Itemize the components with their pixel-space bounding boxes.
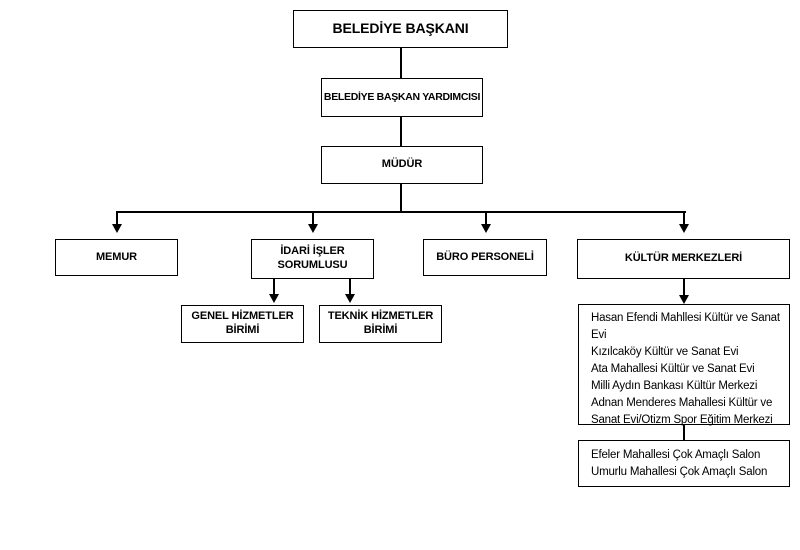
connector-admin-general: [273, 279, 275, 294]
node-admin-affairs: İDARİ İŞLER SORUMLUSU: [251, 239, 374, 279]
node-mayor-label: BELEDİYE BAŞKANI: [332, 20, 469, 37]
culture-center-item: Hasan Efendi Mahllesi Kültür ve Sanat Ev…: [591, 312, 780, 341]
connector-bus-admin: [312, 212, 314, 224]
multipurpose-hall-item: Efeler Mahallesi Çok Amaçlı Salon: [591, 449, 761, 461]
culture-center-item: Milli Aydın Bankası Kültür Merkezi: [591, 380, 758, 392]
node-culture-centers-label: KÜLTÜR MERKEZLERİ: [624, 252, 743, 265]
node-technical-services: TEKNİK HİZMETLER BİRİMİ: [319, 305, 442, 343]
arrow-down-icon: [679, 224, 689, 233]
culture-center-item: Adnan Menderes Mahallesi Kültür ve Sanat…: [591, 397, 773, 426]
connector-admin-technical: [349, 279, 351, 294]
connector-deputy-director: [400, 117, 402, 146]
node-director: MÜDÜR: [321, 146, 483, 184]
node-general-services: GENEL HİZMETLER BİRİMİ: [181, 305, 304, 343]
arrow-down-icon: [679, 295, 689, 304]
culture-center-item: Ata Mahallesi Kültür ve Sanat Evi: [591, 363, 755, 375]
arrow-down-icon: [481, 224, 491, 233]
node-admin-affairs-label: İDARİ İŞLER SORUMLUSU: [277, 245, 348, 271]
connector-culture-list: [683, 279, 685, 295]
node-office-staff: BÜRO PERSONELİ: [423, 239, 547, 276]
arrow-down-icon: [112, 224, 122, 233]
connector-horizontal-bus: [116, 211, 686, 213]
connector-director-bus: [400, 184, 402, 212]
node-culture-centers: KÜLTÜR MERKEZLERİ: [577, 239, 790, 279]
node-deputy-mayor-label: BELEDİYE BAŞKAN YARDIMCISI: [323, 90, 481, 103]
connector-list-halls: [683, 425, 685, 440]
multipurpose-hall-item: Umurlu Mahallesi Çok Amaçlı Salon: [591, 466, 768, 478]
multipurpose-hall-list: Efeler Mahallesi Çok Amaçlı Salon Umurlu…: [578, 440, 790, 487]
connector-bus-office-staff: [485, 212, 487, 224]
node-officer: MEMUR: [55, 239, 178, 276]
node-mayor: BELEDİYE BAŞKANI: [293, 10, 508, 48]
node-officer-label: MEMUR: [95, 250, 138, 263]
arrow-down-icon: [308, 224, 318, 233]
connector-bus-officer: [116, 212, 118, 224]
node-general-services-label: GENEL HİZMETLER BİRİMİ: [191, 310, 294, 336]
culture-center-item: Kızılcaköy Kültür ve Sanat Evi: [591, 346, 739, 358]
connector-mayor-deputy: [400, 48, 402, 78]
node-director-label: MÜDÜR: [381, 158, 423, 171]
culture-center-list: Hasan Efendi Mahllesi Kültür ve Sanat Ev…: [578, 304, 790, 426]
connector-bus-culture: [683, 212, 685, 224]
node-deputy-mayor: BELEDİYE BAŞKAN YARDIMCISI: [321, 78, 483, 117]
arrow-down-icon: [269, 294, 279, 303]
arrow-down-icon: [345, 294, 355, 303]
node-office-staff-label: BÜRO PERSONELİ: [436, 250, 534, 263]
node-technical-services-label: TEKNİK HİZMETLER BİRİMİ: [327, 310, 434, 336]
